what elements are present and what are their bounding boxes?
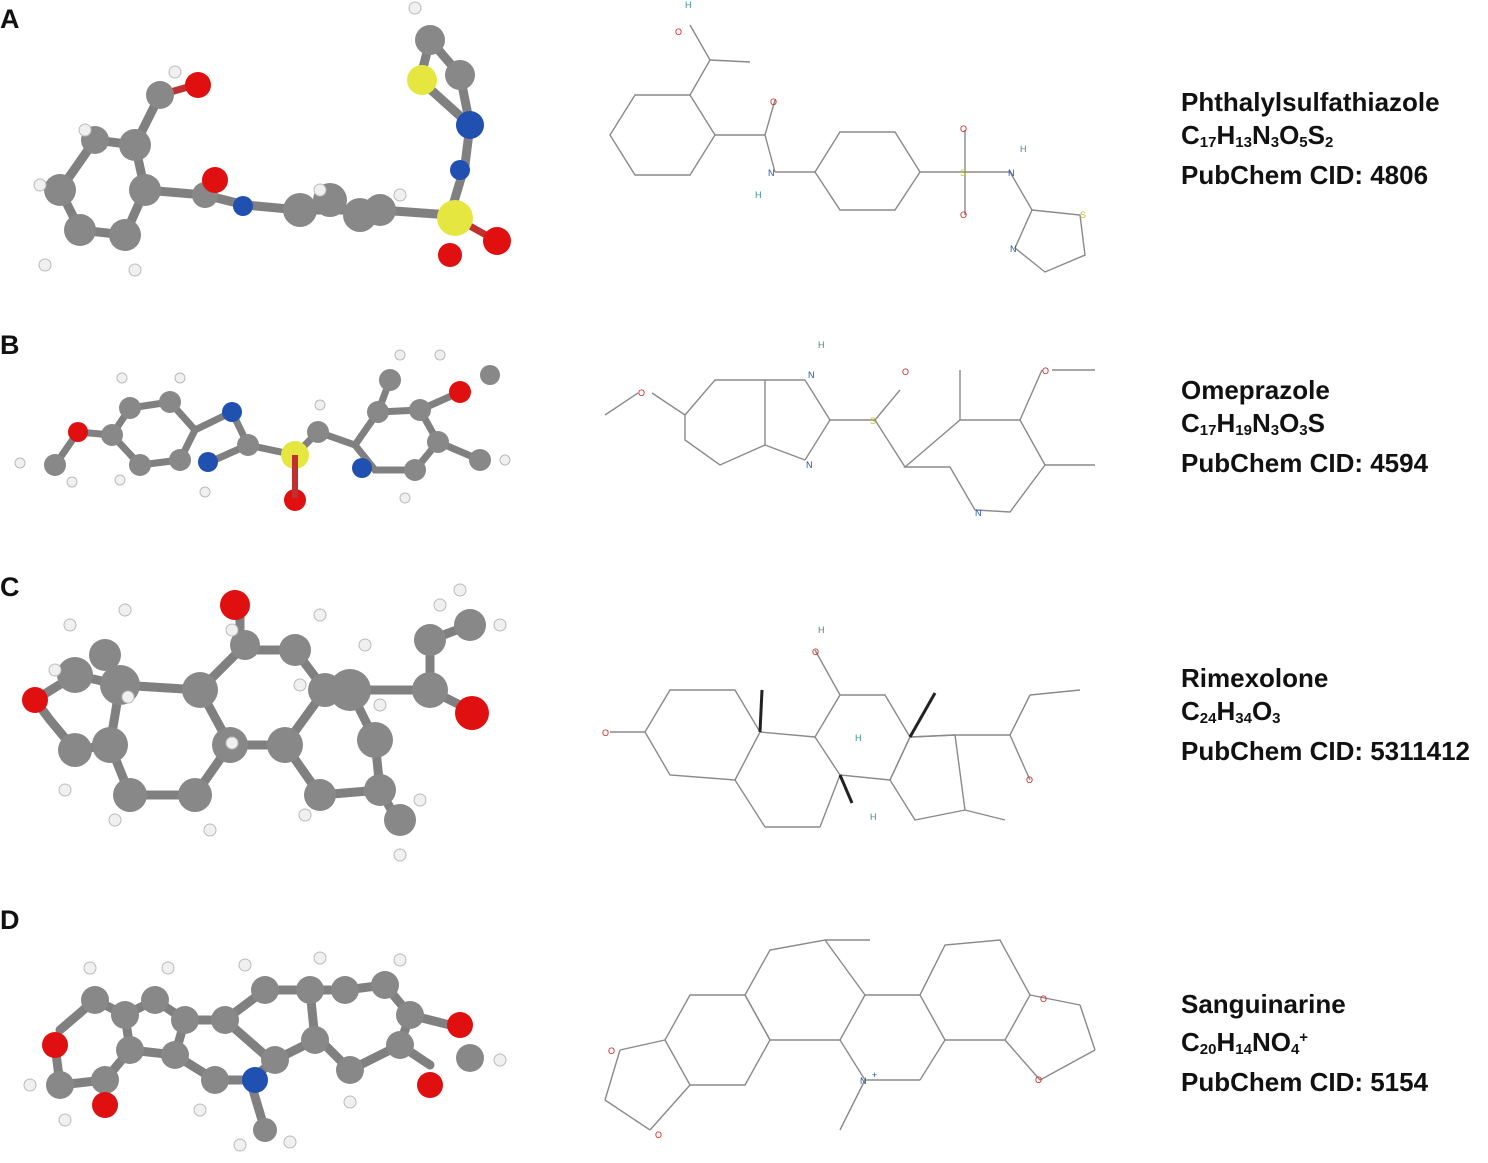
formula-part: NO (1251, 1027, 1291, 1057)
formula-part: C (1181, 696, 1200, 726)
formula-part: C (1181, 408, 1200, 438)
panel-letter: C (0, 572, 20, 602)
pubchem-cid: PubChem CID: 5311412 (1181, 736, 1471, 766)
atom-label: O (675, 27, 682, 37)
formula-part: N (1251, 120, 1271, 150)
atom-label: S (870, 416, 876, 426)
formula-part: 19 (1235, 422, 1252, 439)
compound-info-c: Rimexolone C24H34O3 PubChem CID: 5311412 (1181, 662, 1470, 768)
compound-info-b: Omeprazole C17H19N3O3S PubChem CID: 4594 (1181, 374, 1428, 480)
compound-info-d: Sanguinarine C20H14NO4+ PubChem CID: 515… (1181, 988, 1428, 1099)
formula-part: 3 (1270, 422, 1280, 439)
atom-label: O (608, 1046, 615, 1056)
molecular-formula: C17H19N3O3S (1181, 407, 1428, 447)
formula-part: 24 (1199, 710, 1217, 727)
atom-label: N (975, 508, 982, 518)
atom-label: O (1042, 366, 1049, 376)
compound-name: Rimexolone (1181, 663, 1329, 693)
atom-label: + (872, 1070, 877, 1080)
panel-letter: A (0, 4, 20, 34)
atom-label: O (770, 97, 777, 107)
atom-label: N (808, 370, 815, 380)
ball-and-stick-model-b (14, 349, 511, 511)
atom-label: S (960, 168, 966, 178)
compound-name: Sanguinarine (1181, 989, 1346, 1019)
atom-label: O (1035, 1075, 1042, 1085)
line-structure-c: H O O H H O (602, 625, 1081, 828)
formula-part: C (1181, 120, 1200, 150)
formula-part: 34 (1235, 710, 1252, 727)
formula-part: 2 (1324, 134, 1334, 151)
formula-part: S (1307, 120, 1325, 150)
formula-part: O (1279, 120, 1300, 150)
panel-d: D (0, 880, 1488, 1163)
atom-label: O (1040, 994, 1047, 1004)
formula-part: H (1216, 120, 1236, 150)
atom-label: O (960, 210, 967, 220)
compound-name: Phthalylsulfathiazole (1181, 87, 1440, 117)
pubchem-cid: PubChem CID: 4806 (1181, 160, 1429, 190)
formula-part: 17 (1199, 422, 1217, 439)
formula-part: H (1216, 1027, 1236, 1057)
atom-label: N (1010, 244, 1017, 254)
line-structure-b: O H N N S O O N (604, 340, 1095, 518)
formula-part: 14 (1235, 1041, 1252, 1058)
atom-label: H (870, 812, 877, 822)
atom-label: O (638, 388, 645, 398)
compound-name: Omeprazole (1181, 375, 1330, 405)
atom-label: O (902, 367, 909, 377)
formula-part: 20 (1199, 1041, 1217, 1058)
formula-part: 3 (1299, 422, 1308, 439)
panel-b: B O H (0, 300, 1488, 560)
formula-part: 13 (1235, 134, 1252, 151)
formula-part: 17 (1199, 134, 1217, 151)
line-structure-d: O O N + O O (604, 939, 1096, 1140)
atom-label: H (755, 190, 762, 200)
atom-label: O (812, 647, 819, 657)
formula-part: H (1216, 408, 1236, 438)
atom-label: O (1026, 775, 1033, 785)
atom-label: O (960, 124, 967, 134)
atom-label: H (855, 733, 862, 743)
pubchem-cid: PubChem CID: 4594 (1181, 448, 1429, 478)
formula-part: 3 (1270, 134, 1280, 151)
formula-part: O (1279, 408, 1300, 438)
molecular-formula: C24H34O3 (1181, 695, 1470, 735)
formula-part: S (1307, 408, 1325, 438)
atom-label: N (1008, 168, 1015, 178)
ball-and-stick-model-d (23, 951, 507, 1152)
ball-and-stick-model-c (22, 583, 507, 862)
formula-part: + (1299, 1029, 1309, 1046)
formula-part: C (1181, 1027, 1200, 1057)
atom-label: H (818, 340, 825, 350)
compound-info-a: Phthalylsulfathiazole C17H13N3O5S2 PubCh… (1181, 86, 1440, 192)
formula-part: 4 (1290, 1041, 1300, 1058)
atom-label: N (806, 460, 813, 470)
molecular-formula: C20H14NO4+ (1181, 1021, 1428, 1066)
panel-letter: D (0, 905, 20, 935)
atom-label: H (818, 625, 825, 635)
panel-c: C (0, 560, 1488, 880)
panel-letter: B (0, 330, 20, 360)
pubchem-cid: PubChem CID: 5154 (1181, 1067, 1429, 1097)
formula-part: N (1251, 408, 1271, 438)
line-structure-a: H O O N H O O S N H N S (609, 0, 1086, 273)
formula-part: H (1216, 696, 1236, 726)
atom-label: S (1080, 210, 1086, 220)
ball-and-stick-model-a (33, 1, 511, 277)
atom-label: O (655, 1130, 662, 1140)
atom-label: H (1020, 144, 1027, 154)
panel-a: A (0, 0, 1488, 300)
atom-label: N (860, 1076, 867, 1086)
atom-label: N (768, 168, 775, 178)
formula-part: O (1251, 696, 1273, 726)
molecular-formula: C17H13N3O5S2 (1181, 119, 1440, 159)
atom-label: H (685, 0, 692, 10)
formula-part: 3 (1272, 710, 1281, 727)
atom-label: O (602, 728, 609, 738)
formula-part: 5 (1299, 134, 1308, 151)
